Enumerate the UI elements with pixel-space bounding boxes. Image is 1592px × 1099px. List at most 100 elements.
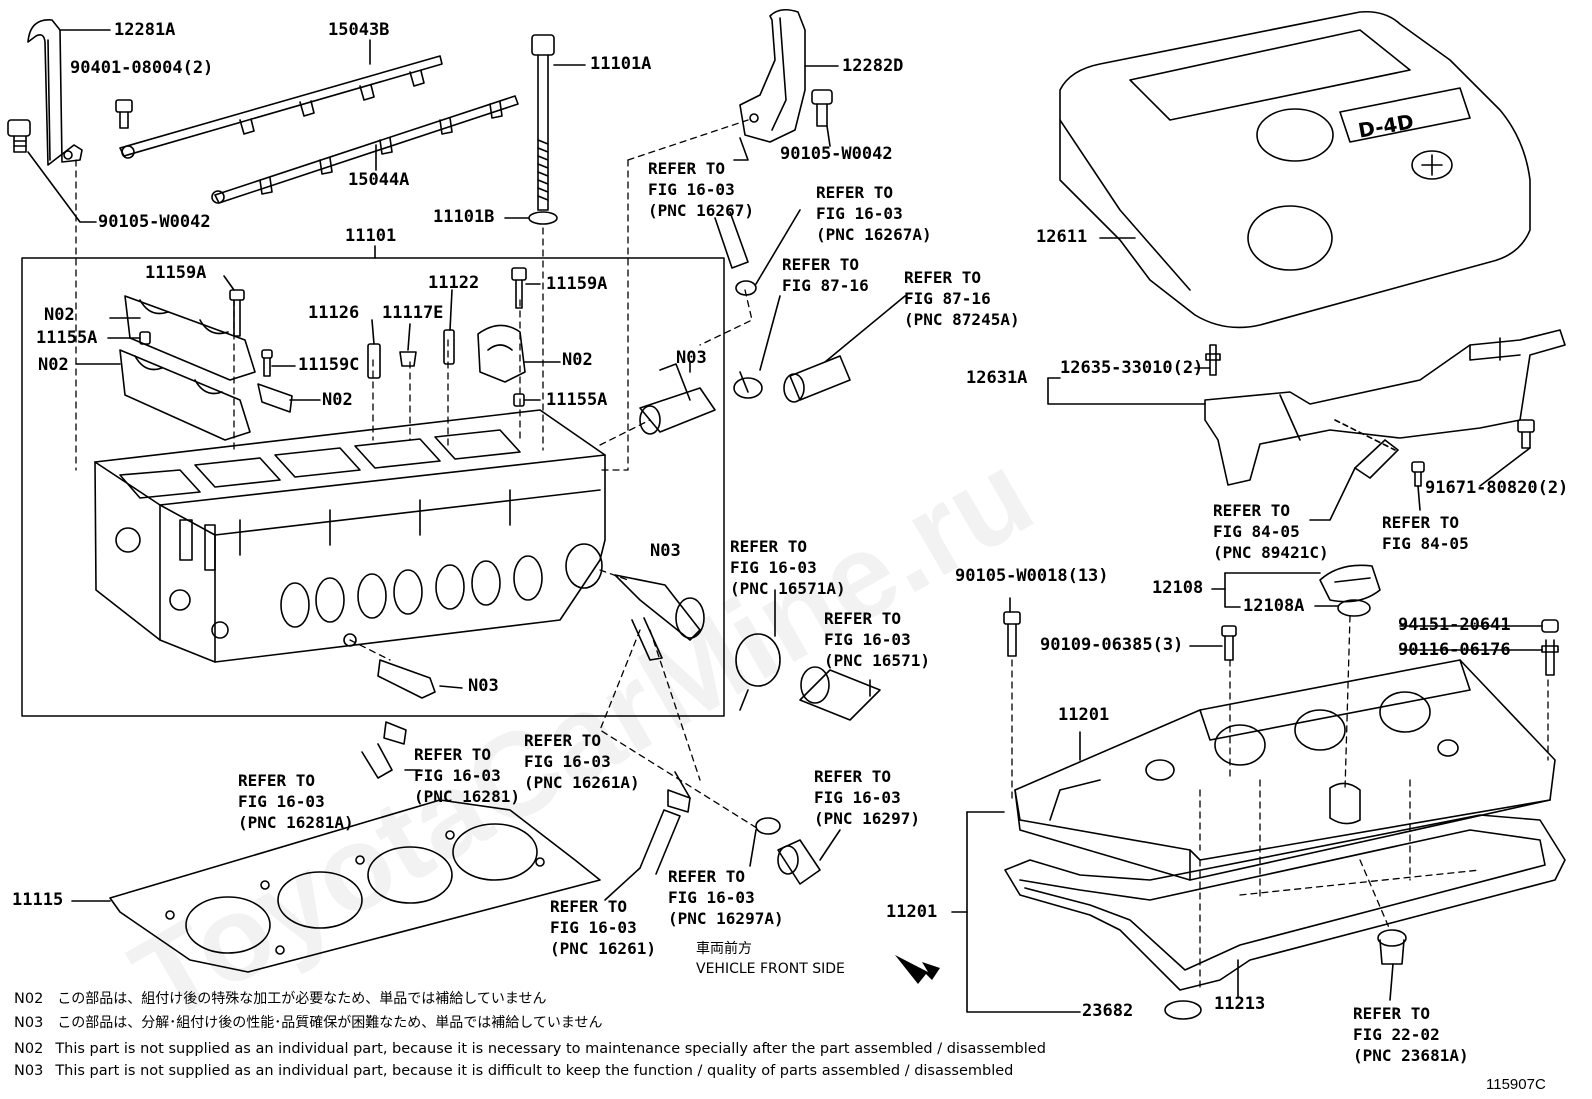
bolt-90105-W0018 [1003, 611, 1021, 657]
label-12611: 12611 [1036, 227, 1088, 247]
label-12631A: 12631A [966, 368, 1028, 388]
vehicle-front-jp: 車両前方 [696, 941, 752, 957]
label-94151: 94151-20641 [1398, 615, 1511, 635]
ref-87245A: REFER TO FIG 87-16 (PNC 87245A) [904, 268, 1020, 329]
clamp-16297A [749, 817, 781, 867]
water-pipe-N03-small [377, 659, 463, 699]
ref-16267: REFER TO FIG 16-03 (PNC 16267) [648, 159, 754, 220]
ref-16261: REFER TO FIG 16-03 (PNC 16261) [550, 897, 656, 958]
washer-11101B [528, 211, 558, 225]
ref-16297: REFER TO FIG 16-03 (PNC 16297) [814, 767, 920, 828]
vehicle-front-arrow [895, 955, 940, 984]
label-N03-a: N03 [676, 348, 707, 368]
label-N02-c: N02 [562, 350, 593, 370]
ref-16297A: REFER TO FIG 16-03 (PNC 16297A) [668, 867, 784, 928]
label-90105-W0018: 90105-W0018(13) [955, 566, 1109, 586]
ref-16571: REFER TO FIG 16-03 (PNC 16571) [824, 609, 930, 670]
ref-16571A: REFER TO FIG 16-03 (PNC 16571A) [730, 537, 846, 598]
bolt-91671 [1517, 419, 1535, 449]
clamp-16571A [735, 633, 781, 711]
hose-16261 [604, 809, 681, 901]
ref-16281: REFER TO FIG 16-03 (PNC 16281) [414, 745, 520, 806]
footnote-3: N02 This part is not supplied as an indi… [14, 1040, 1046, 1058]
ref-87-16: REFER TO FIG 87-16 [782, 255, 869, 295]
label-11101A: 11101A [590, 54, 652, 74]
footnote-code: N02 [14, 1041, 44, 1057]
oil-filler-cap-12108 [1319, 564, 1381, 603]
label-23682: 23682 [1082, 1001, 1134, 1021]
stud-12635 [1205, 344, 1221, 376]
label-11122: 11122 [428, 273, 480, 293]
label-12108A: 12108A [1243, 596, 1305, 616]
vehicle-front-en: VEHICLE FRONT SIDE [696, 961, 845, 977]
footnote-text: This part is not supplied as an individu… [55, 1063, 1014, 1079]
camshaft-bearing-cap-rear [124, 295, 256, 381]
label-11101: 11101 [345, 226, 397, 246]
bolt-90105-left [7, 119, 31, 153]
ref-23681A: REFER TO FIG 22-02 (PNC 23681A) [1353, 1004, 1469, 1065]
injector-clamp-15044A [211, 95, 519, 204]
label-11115: 11115 [12, 890, 64, 910]
label-15043B: 15043B [328, 20, 390, 40]
plug-23681A [1377, 929, 1407, 965]
camshaft-bearing-cap-front [119, 349, 251, 441]
engine-hanger-12281A [27, 19, 83, 166]
ref-89421C: REFER TO FIG 84-05 (PNC 89421C) [1213, 501, 1329, 562]
clamp-16281A [383, 721, 421, 771]
valve-cover-gasket-11213 [1004, 814, 1566, 991]
head-gasket-11115 [109, 799, 601, 973]
hose-16267 [714, 211, 749, 269]
clamp-87-16 [733, 371, 763, 399]
label-11159C: 11159C [298, 355, 360, 375]
gasket-12108A [1337, 599, 1371, 617]
label-N02-d: N02 [322, 390, 353, 410]
head-bolt-11101A [531, 34, 555, 211]
ref-16267A: REFER TO FIG 16-03 (PNC 16267A) [816, 183, 932, 244]
label-91671: 91671-80820(2) [1425, 478, 1569, 498]
bolt-11159A-right [511, 267, 527, 309]
footnote-code: N02 [14, 991, 44, 1007]
footnote-4: N03 This part is not supplied as an indi… [14, 1062, 1013, 1080]
label-11159A-right: 11159A [546, 274, 608, 294]
label-11101B: 11101B [433, 207, 495, 227]
hose-16281 [361, 743, 393, 779]
label-11126: 11126 [308, 303, 360, 323]
footnote-code: N03 [14, 1063, 44, 1079]
bolt-90401 [115, 99, 133, 129]
footnote-1: N02 この部品は、組付け後の特殊な加工が必要なため、単品では補給していません [14, 990, 546, 1008]
stud-90116 [1541, 639, 1559, 676]
label-N03-b: N03 [650, 541, 681, 561]
label-11201-lower: 11201 [886, 902, 938, 922]
footnote-2: N03 この部品は、分解･組付け後の性能･品質確保が困難なため、単品では補給して… [14, 1014, 602, 1032]
pin-11122 [443, 329, 455, 365]
engine-hanger-12282D [733, 8, 806, 161]
footnote-text: This part is not supplied as an individu… [55, 1041, 1046, 1057]
label-11213: 11213 [1214, 994, 1266, 1014]
label-90401: 90401-08004(2) [70, 58, 214, 78]
bolt-84-05 [1411, 461, 1425, 487]
label-11159A-left: 11159A [145, 263, 207, 283]
label-12282D: 12282D [842, 56, 904, 76]
bolt-90105-right [811, 89, 833, 127]
plug-seal-23682 [1164, 1000, 1202, 1020]
label-90116: 90116-06176 [1398, 640, 1511, 660]
ref-16261A: REFER TO FIG 16-03 (PNC 16261A) [524, 731, 640, 792]
footnote-text: この部品は、分解･組付け後の性能･品質確保が困難なため、単品では補給していません [57, 1015, 603, 1031]
label-N02-b: N02 [38, 355, 69, 375]
label-90109: 90109-06385(3) [1040, 635, 1184, 655]
bolt-11159C [261, 349, 273, 377]
bracket-89421C [1309, 439, 1399, 521]
label-12108: 12108 [1152, 578, 1204, 598]
label-12281A: 12281A [114, 20, 176, 40]
label-90105-right: 90105-W0042 [780, 144, 893, 164]
label-11201-upper: 11201 [1058, 705, 1110, 725]
hose-16571 [799, 666, 881, 721]
water-union-N03-upper [639, 363, 716, 435]
bolt-94151 [1541, 619, 1559, 633]
diagram-id: 115907C [1486, 1076, 1546, 1093]
label-11155A-left: 11155A [36, 328, 98, 348]
ref-84-05: REFER TO FIG 84-05 [1382, 513, 1469, 553]
footnote-code: N03 [14, 1015, 44, 1031]
